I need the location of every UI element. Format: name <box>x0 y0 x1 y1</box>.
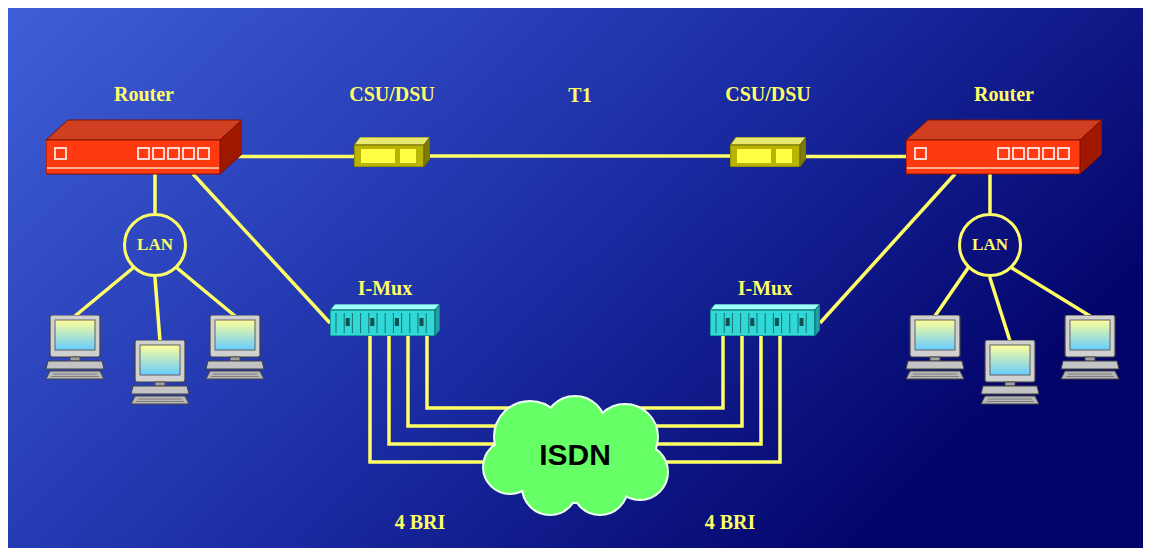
connector-line <box>806 155 906 159</box>
lan-circle: LAN <box>123 213 187 277</box>
connector-line <box>193 174 330 323</box>
connector-line <box>988 174 992 213</box>
device-label: CSU/DSU <box>725 82 811 106</box>
csu-dsu-unit: CSU/DSU <box>337 82 447 167</box>
i-mux-unit: I-Mux <box>325 276 445 336</box>
connector-line <box>153 174 157 213</box>
connector-line <box>427 336 520 408</box>
imux-icon <box>330 304 440 336</box>
csu-icon <box>354 137 430 167</box>
device-label: LAN <box>137 235 173 255</box>
router-device: Router <box>46 82 242 178</box>
pc-icon <box>1061 315 1119 379</box>
csu-icon <box>730 137 806 167</box>
connector-line <box>630 336 723 408</box>
device-label: ISDN <box>539 438 611 472</box>
line-label: T1 <box>568 83 591 107</box>
lan-wire <box>935 268 968 316</box>
connector-line <box>238 155 354 159</box>
line-count-label: 4 BRI <box>705 510 756 534</box>
blue-backdrop <box>8 8 1143 548</box>
device-label: LAN <box>972 235 1008 255</box>
lan-wire <box>990 278 1010 341</box>
lan-wire <box>155 278 160 341</box>
connector-line <box>430 154 730 158</box>
device-label: CSU/DSU <box>349 82 435 106</box>
line-count-label: 4 BRI <box>395 510 446 534</box>
lan-circle: LAN <box>958 213 1022 277</box>
i-mux-unit: I-Mux <box>705 276 825 336</box>
csu-dsu-unit: CSU/DSU <box>713 82 823 167</box>
imux-icon <box>710 304 820 336</box>
connector-line <box>820 174 955 323</box>
device-label: Router <box>114 82 174 106</box>
lan-wire <box>75 268 133 316</box>
router-icon <box>46 118 242 178</box>
pc-icon <box>46 315 104 379</box>
isdn-cloud: ISDN <box>480 392 670 517</box>
pc-icon <box>906 315 964 379</box>
router-icon <box>906 118 1102 178</box>
lan-wire <box>177 268 235 316</box>
pc-icon <box>206 315 264 379</box>
pc-icon <box>131 340 189 404</box>
device-label: I-Mux <box>358 276 412 300</box>
lan-wire <box>1012 268 1090 316</box>
device-label: Router <box>974 82 1034 106</box>
device-label: I-Mux <box>738 276 792 300</box>
router-device: Router <box>906 82 1102 178</box>
pc-icon <box>981 340 1039 404</box>
